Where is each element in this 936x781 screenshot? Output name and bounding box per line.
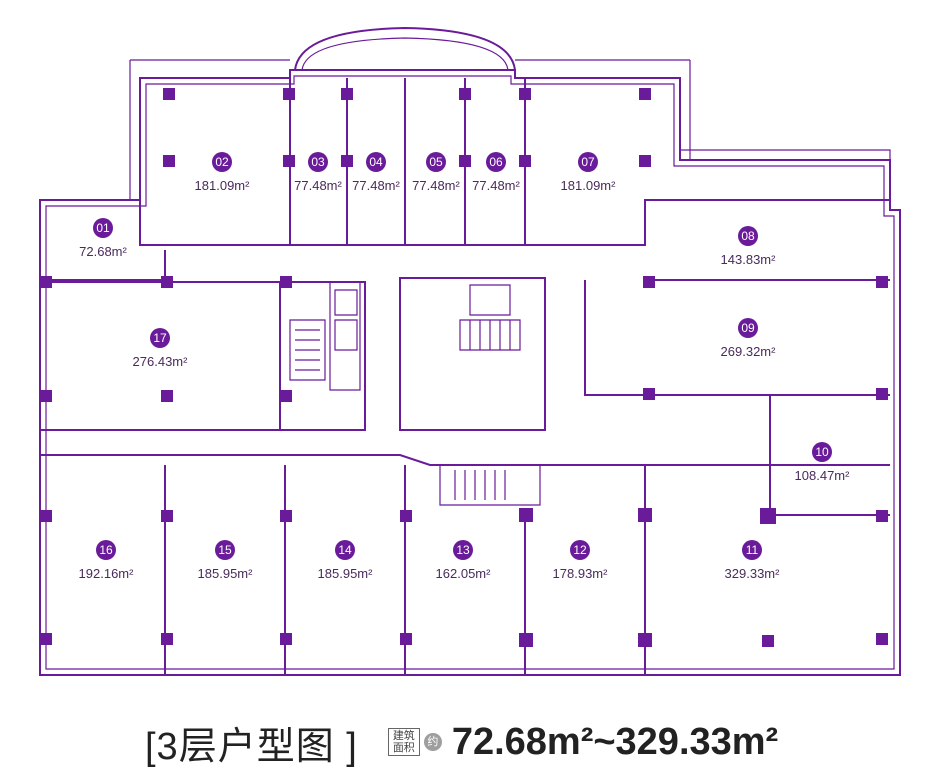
unit-number: 15 [218, 543, 232, 557]
plan-caption: [3层户型图 ] 建筑面积 约 72.68m²~329.33m² [145, 712, 778, 772]
unit-08: 08 143.83m² [721, 226, 777, 267]
unit-badge [335, 540, 355, 560]
floor-plan: 01 72.68m² 02 181.09m² 03 77.48m² 04 77.48m² 05 7… [39, 26, 901, 676]
unit-area: 77.48m² [352, 178, 400, 193]
unit-labels: 01 72.68m² 02 181.09m² 03 77.48m² 04 77.48m² 05 7… [79, 152, 851, 581]
unit-area: 185.95m² [318, 566, 374, 581]
unit-badge [578, 152, 598, 172]
unit-10: 10 108.47m² [795, 442, 851, 483]
unit-04: 04 77.48m² [352, 152, 401, 193]
unit-number: 17 [153, 331, 167, 345]
unit-15: 15 185.95m² [198, 540, 254, 581]
unit-area: 192.16m² [79, 566, 135, 581]
plan-title: [3层户型图 ] [145, 725, 358, 768]
unit-badge [150, 328, 170, 348]
unit-06: 06 77.48m² [472, 152, 521, 193]
unit-badge [486, 152, 506, 172]
unit-01: 01 72.68m² [79, 218, 128, 259]
unit-area: 269.32m² [721, 344, 777, 359]
unit-area: 72.68m² [79, 244, 127, 259]
unit-number: 09 [741, 321, 755, 335]
unit-badge [308, 152, 328, 172]
building-outline [39, 26, 901, 676]
unit-area: 162.05m² [436, 566, 492, 581]
unit-badge [570, 540, 590, 560]
unit-badge [215, 540, 235, 560]
unit-badge [212, 152, 232, 172]
unit-area: 178.93m² [553, 566, 609, 581]
unit-number: 16 [99, 543, 113, 557]
unit-11: 11 329.33m² [725, 540, 781, 581]
unit-number: 06 [489, 155, 503, 169]
unit-area: 77.48m² [412, 178, 460, 193]
unit-number: 13 [456, 543, 470, 557]
unit-number: 07 [581, 155, 595, 169]
unit-badge [96, 540, 116, 560]
unit-09: 09 269.32m² [721, 318, 777, 359]
unit-03: 03 77.48m² [294, 152, 343, 193]
unit-area: 181.09m² [195, 178, 251, 193]
unit-02: 02 181.09m² [195, 152, 251, 193]
area-label: 建筑面积 [387, 728, 420, 756]
unit-16: 16 192.16m² [79, 540, 135, 581]
unit-14: 14 185.95m² [318, 540, 374, 581]
unit-number: 02 [215, 155, 229, 169]
unit-badge [738, 318, 758, 338]
unit-area: 276.43m² [133, 354, 189, 369]
unit-12: 12 178.93m² [553, 540, 609, 581]
unit-13: 13 162.05m² [436, 540, 492, 581]
unit-07: 07 181.09m² [561, 152, 617, 193]
unit-area: 185.95m² [198, 566, 254, 581]
unit-area: 181.09m² [561, 178, 617, 193]
unit-area: 143.83m² [721, 252, 777, 267]
interior-walls [40, 78, 890, 675]
unit-badge [742, 540, 762, 560]
unit-number: 04 [369, 155, 383, 169]
columns [40, 88, 888, 647]
approx-badge: 约 [423, 733, 442, 751]
unit-badge [812, 442, 832, 462]
unit-area: 329.33m² [725, 566, 781, 581]
unit-number: 14 [338, 543, 352, 557]
unit-number: 05 [429, 155, 443, 169]
unit-number: 01 [96, 221, 110, 235]
unit-number: 03 [311, 155, 325, 169]
unit-area: 108.47m² [795, 468, 851, 483]
unit-number: 12 [573, 543, 587, 557]
unit-badge [453, 540, 473, 560]
unit-number: 10 [815, 445, 829, 459]
unit-area: 77.48m² [294, 178, 342, 193]
unit-number: 08 [741, 229, 755, 243]
unit-05: 05 77.48m² [412, 152, 461, 193]
unit-badge [93, 218, 113, 238]
unit-badge [426, 152, 446, 172]
unit-area: 77.48m² [472, 178, 520, 193]
unit-badge [366, 152, 386, 172]
area-range: 72.68m²~329.33m² [451, 720, 779, 763]
unit-number: 11 [746, 543, 759, 557]
unit-17: 17 276.43m² [133, 328, 189, 369]
unit-badge [738, 226, 758, 246]
